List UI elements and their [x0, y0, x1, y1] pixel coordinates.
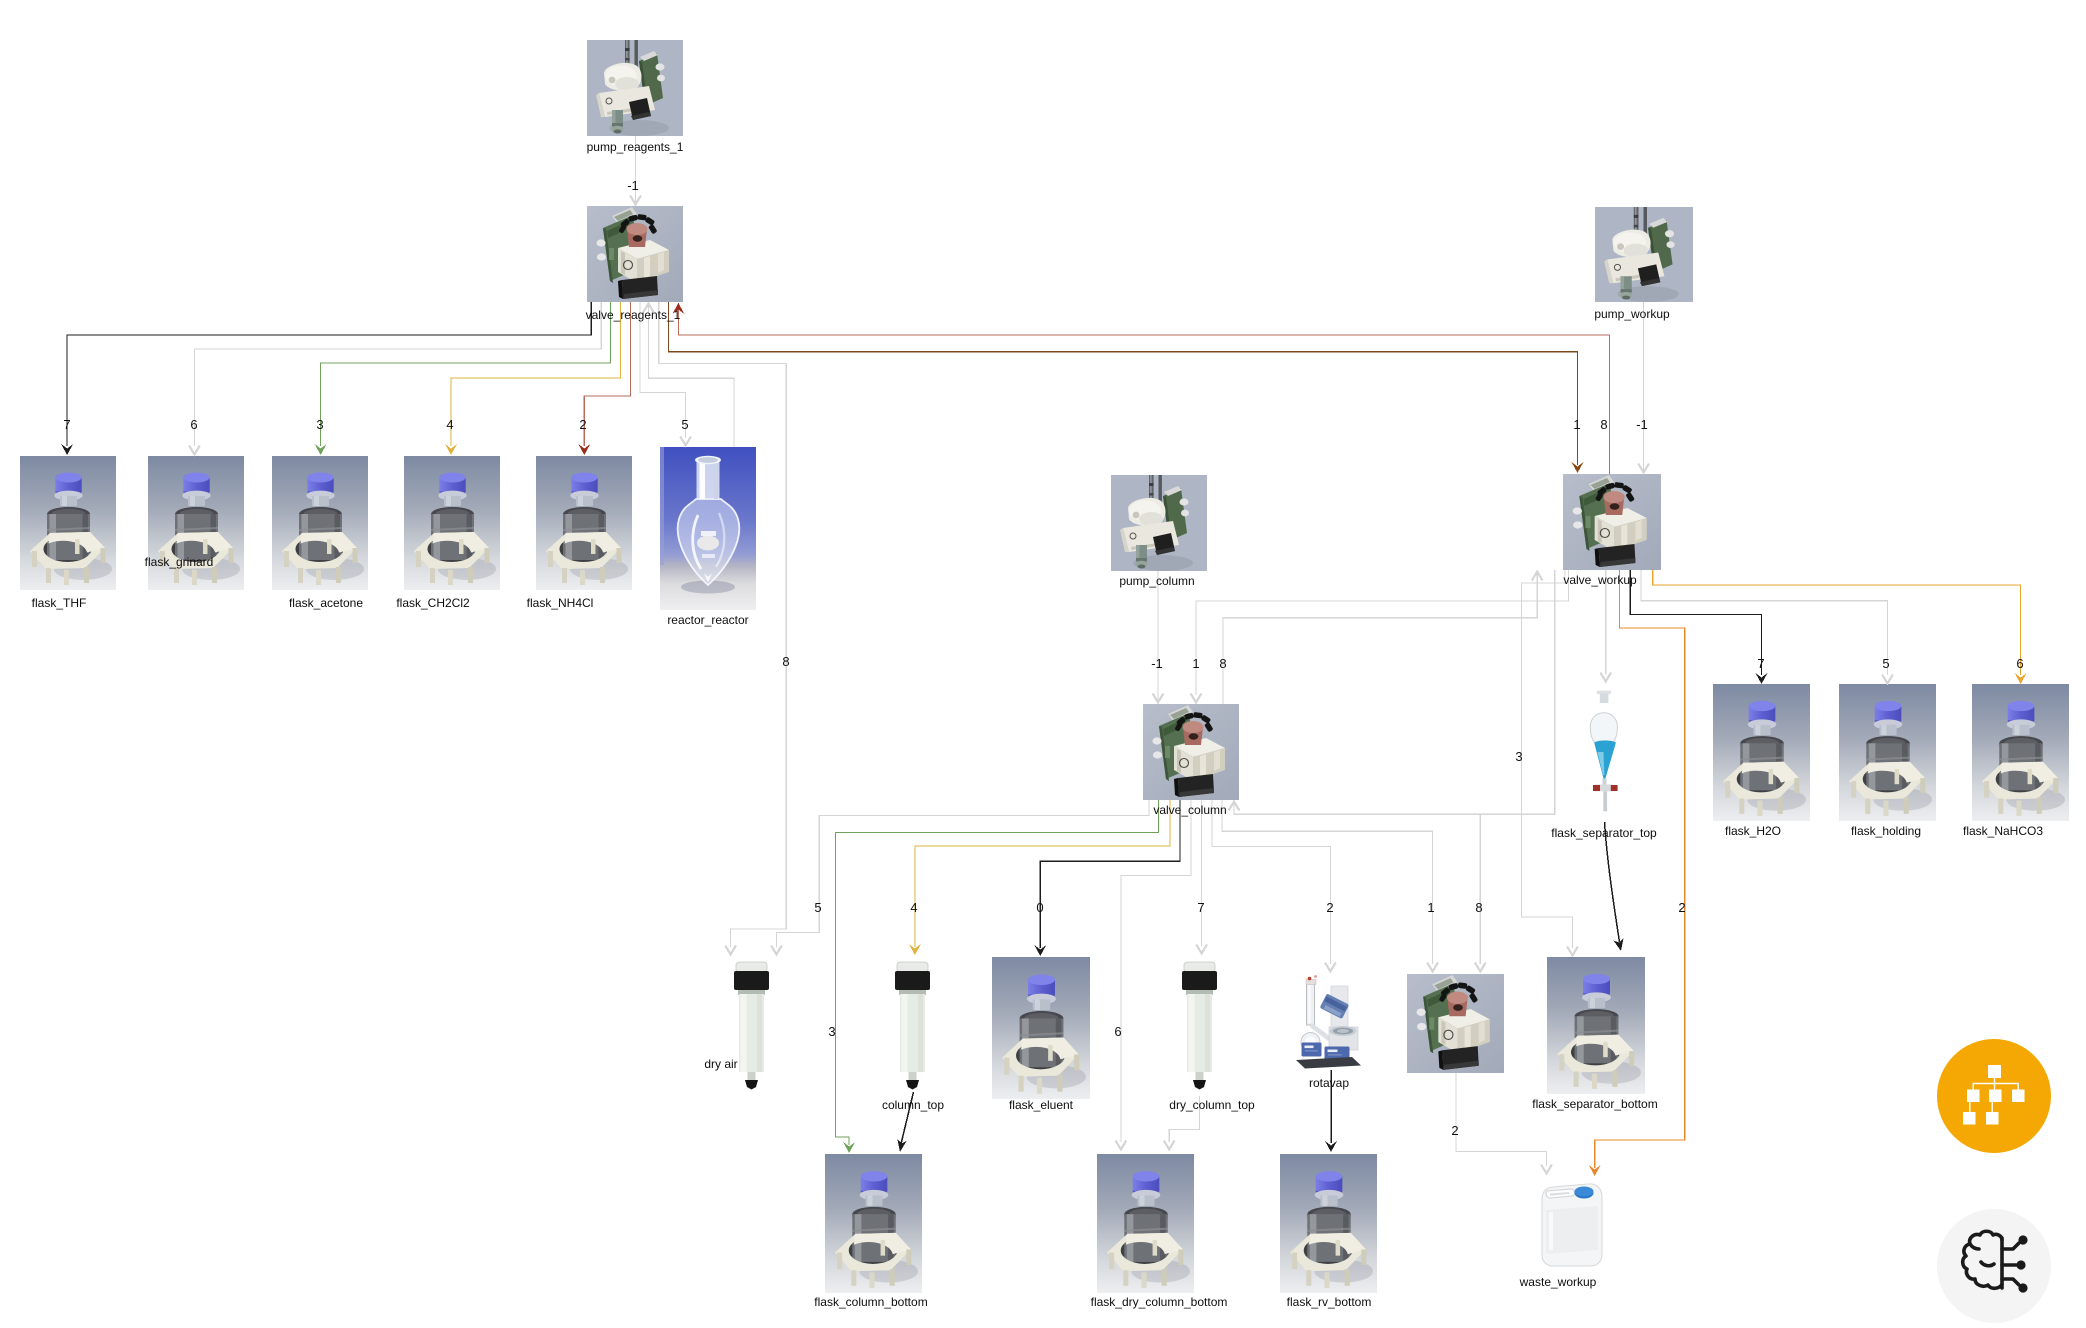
svg-text:7: 7	[63, 417, 70, 432]
svg-text:7: 7	[1197, 900, 1204, 915]
svg-text:valve_reagents_1: valve_reagents_1	[586, 308, 681, 322]
svg-text:flask_separator_top: flask_separator_top	[1551, 826, 1657, 840]
svg-text:7: 7	[1757, 656, 1764, 671]
svg-text:pump_workup: pump_workup	[1594, 307, 1670, 321]
svg-text:pump_column: pump_column	[1119, 574, 1194, 588]
svg-text:0: 0	[1036, 900, 1043, 915]
svg-text:8: 8	[1475, 900, 1482, 915]
svg-text:2: 2	[1326, 900, 1333, 915]
svg-text:1: 1	[1573, 417, 1580, 432]
svg-text:-1: -1	[1151, 656, 1163, 671]
svg-text:waste_workup: waste_workup	[1519, 1275, 1597, 1289]
svg-text:flask_column_bottom: flask_column_bottom	[814, 1295, 927, 1309]
svg-text:4: 4	[446, 417, 453, 432]
svg-text:2: 2	[1678, 900, 1685, 915]
svg-text:-1: -1	[1636, 417, 1648, 432]
svg-text:valve_workup: valve_workup	[1563, 573, 1637, 587]
svg-text:flask_acetone: flask_acetone	[289, 596, 363, 610]
svg-text:flask_separator_bottom: flask_separator_bottom	[1532, 1097, 1657, 1111]
svg-text:flask_grinard: flask_grinard	[145, 555, 214, 569]
svg-text:6: 6	[1114, 1024, 1121, 1039]
svg-text:flask_rv_bottom: flask_rv_bottom	[1287, 1295, 1372, 1309]
svg-text:rotavap: rotavap	[1309, 1076, 1349, 1090]
svg-text:flask_NaHCO3: flask_NaHCO3	[1963, 824, 2043, 838]
svg-text:8: 8	[782, 654, 789, 669]
svg-text:5: 5	[681, 417, 688, 432]
svg-text:column_top: column_top	[882, 1098, 944, 1112]
svg-text:3: 3	[316, 417, 323, 432]
svg-text:5: 5	[814, 900, 821, 915]
svg-text:8: 8	[1219, 656, 1226, 671]
svg-text:flask_H2O: flask_H2O	[1725, 824, 1781, 838]
svg-text:pump_reagents_1: pump_reagents_1	[587, 140, 684, 154]
svg-text:2: 2	[1451, 1123, 1458, 1138]
svg-text:4: 4	[910, 900, 917, 915]
svg-text:6: 6	[190, 417, 197, 432]
svg-text:flask_CH2Cl2: flask_CH2Cl2	[396, 596, 470, 610]
svg-text:reactor_reactor: reactor_reactor	[667, 613, 748, 627]
svg-text:flask_dry_column_bottom: flask_dry_column_bottom	[1091, 1295, 1228, 1309]
svg-text:3: 3	[1515, 749, 1522, 764]
svg-text:6: 6	[2016, 656, 2023, 671]
svg-text:5: 5	[1882, 656, 1889, 671]
svg-text:-1: -1	[627, 178, 639, 193]
svg-text:1: 1	[1427, 900, 1434, 915]
svg-text:dry_column_top: dry_column_top	[1169, 1098, 1255, 1112]
svg-text:2: 2	[579, 417, 586, 432]
svg-text:3: 3	[828, 1024, 835, 1039]
svg-text:valve_column: valve_column	[1153, 803, 1226, 817]
svg-text:flask_holding: flask_holding	[1851, 824, 1921, 838]
svg-text:flask_eluent: flask_eluent	[1009, 1098, 1074, 1112]
svg-text:8: 8	[1600, 417, 1607, 432]
svg-text:flask_THF: flask_THF	[32, 596, 87, 610]
svg-text:flask_NH4Cl: flask_NH4Cl	[527, 596, 594, 610]
svg-text:dry air: dry air	[704, 1057, 737, 1071]
svg-text:1: 1	[1192, 656, 1199, 671]
